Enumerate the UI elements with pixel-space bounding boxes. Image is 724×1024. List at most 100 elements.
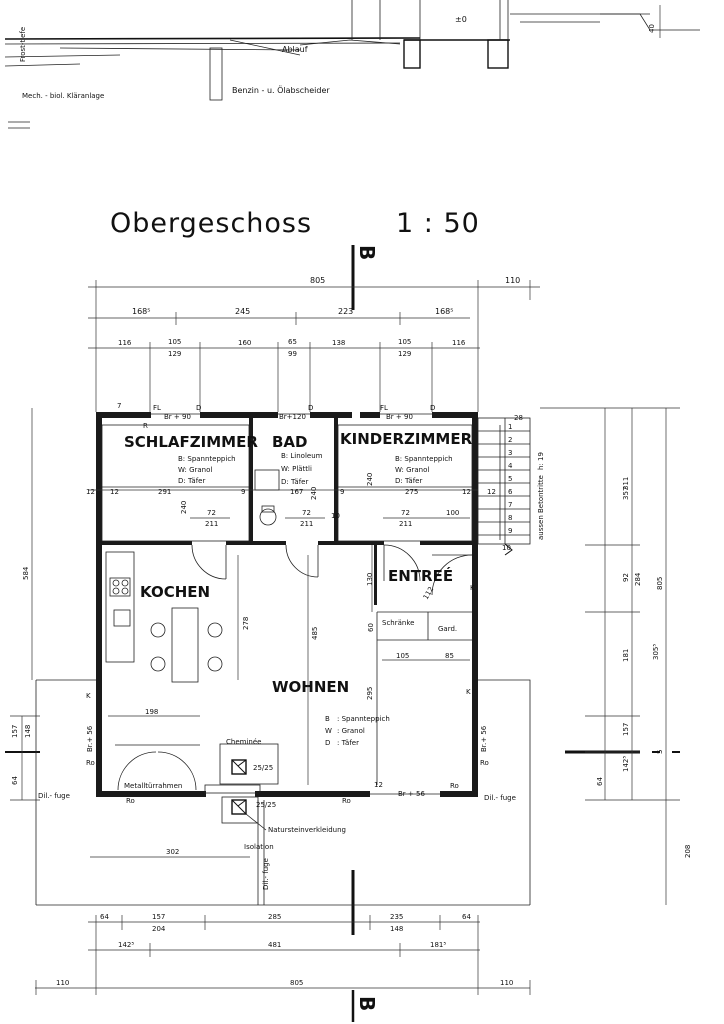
dim-top-805: 805 bbox=[310, 276, 325, 285]
label-gard: Gard. bbox=[438, 625, 457, 633]
dim-85: 85 bbox=[445, 652, 454, 660]
dim-left-157: 157 bbox=[11, 725, 19, 738]
dim-bottom-204: 204 bbox=[152, 925, 166, 933]
bad-ceiling: D: Täfer bbox=[281, 478, 308, 486]
right-dimensions: 311 357 805 92 284 181 305⁵ 157 142⁵ 64 … bbox=[540, 407, 692, 905]
label-natur: Natursteinverkleidung bbox=[268, 826, 346, 834]
dim-bottom-805: 805 bbox=[290, 979, 303, 987]
dim-bottom-142: 142⁵ bbox=[118, 941, 134, 949]
dim-bottom-64a: 64 bbox=[100, 913, 109, 921]
section-mark-top: B bbox=[355, 245, 379, 260]
room-schlafzimmer: SCHLAFZIMMER bbox=[124, 433, 258, 451]
left-dimensions: 584 157 148 64 bbox=[10, 408, 40, 801]
treatment-plant-label: Mech. - biol. Kläranlage bbox=[22, 92, 104, 100]
wohnen-wall: : Granol bbox=[337, 727, 365, 735]
separator-label: Benzin - u. Ölabscheider bbox=[232, 85, 330, 95]
basement-section-strip: Frost-tiefe Ablauf Benzin - u. Ölabschei… bbox=[4, 0, 700, 129]
dim-211b: 211 bbox=[300, 520, 313, 528]
dim-167: 167 bbox=[290, 488, 303, 496]
interior-dimensions: 7 28 12 12 12 12 12 291 9 167 9 275 240 … bbox=[86, 402, 523, 789]
label-fl-2: FL bbox=[380, 404, 388, 412]
stair-step-6: 6 bbox=[508, 488, 513, 496]
label-schraenke: Schränke bbox=[382, 619, 414, 627]
plan-title: Obergeschoss bbox=[110, 208, 312, 239]
dim-top-138: 138 bbox=[332, 339, 345, 347]
dim-right-284: 284 bbox=[634, 572, 642, 586]
furniture bbox=[101, 424, 473, 824]
dim-top-223: 223 bbox=[338, 307, 353, 316]
stair-step-7: 7 bbox=[508, 501, 512, 509]
dim-240b: 240 bbox=[310, 487, 318, 500]
dim-72a: 72 bbox=[207, 509, 216, 517]
stair-height: h: 19 bbox=[537, 452, 545, 470]
dim-bottom-148: 148 bbox=[390, 925, 403, 933]
label-br56-right: Br.+ 56 bbox=[480, 725, 488, 752]
dim-top-116a: 116 bbox=[118, 339, 132, 347]
stair-step-8: 8 bbox=[508, 514, 512, 522]
level-zero-label: ±0 bbox=[455, 15, 467, 24]
dim-28: 28 bbox=[514, 414, 523, 422]
dim-bottom-157: 157 bbox=[152, 913, 165, 921]
schlafzimmer-floor: B: Spannteppich bbox=[178, 455, 236, 463]
stair-note: aussen Betontritte bbox=[537, 475, 545, 540]
label-br56-left: Br.+ 56 bbox=[86, 725, 94, 752]
dim-275: 275 bbox=[405, 488, 418, 496]
dim-12c: 12 bbox=[462, 488, 471, 496]
stair-step-5: 5 bbox=[508, 475, 512, 483]
dim-278: 278 bbox=[242, 617, 250, 630]
walls bbox=[96, 412, 478, 797]
dim-top-110: 110 bbox=[505, 276, 520, 285]
dim-right-92: 92 bbox=[622, 573, 630, 582]
dim-9: 9 bbox=[241, 488, 245, 496]
dim-bottom-110: 110 bbox=[56, 979, 69, 987]
label-dilfuge-right: Dil.- fuge bbox=[484, 794, 516, 802]
dim-112: 112 bbox=[422, 585, 436, 601]
dim-top-129a: 129 bbox=[168, 350, 181, 358]
dim-top-105a: 105 bbox=[168, 338, 181, 346]
dim-right-5: 5 bbox=[656, 750, 664, 754]
label-ro-2: Ro bbox=[342, 797, 351, 805]
dim-left-584: 584 bbox=[22, 566, 30, 580]
label-ro-5: Ro bbox=[450, 782, 459, 790]
stair-step-3: 3 bbox=[508, 449, 512, 457]
label-k-right: K bbox=[466, 688, 471, 696]
label-br56-bottom: Br + 56 bbox=[398, 790, 425, 798]
dim-bottom-110b: 110 bbox=[500, 979, 513, 987]
wohnen-wall-key: W bbox=[325, 727, 332, 735]
dim-12a: 12 bbox=[86, 488, 95, 496]
label-dilfuge-left: Dil.- fuge bbox=[38, 792, 70, 800]
dim-130: 130 bbox=[366, 573, 374, 586]
dim-left-64: 64 bbox=[11, 776, 19, 785]
stair-step-2: 2 bbox=[508, 436, 512, 444]
dim-right-142: 142⁵ bbox=[622, 756, 630, 772]
exterior-slab bbox=[35, 679, 531, 906]
dim-top-168a: 168⁵ bbox=[132, 307, 150, 316]
stair-step-10: 10 bbox=[502, 544, 511, 552]
dim-right-357: 357 bbox=[622, 487, 630, 500]
dim-top-116b: 116 bbox=[452, 339, 466, 347]
dim-bottom-235: 235 bbox=[390, 913, 403, 921]
dim-bottom-481: 481 bbox=[268, 941, 281, 949]
dim-top-245: 245 bbox=[235, 307, 250, 316]
stair-step-9: 9 bbox=[508, 527, 512, 535]
wohnen-ceiling: : Täfer bbox=[337, 739, 359, 747]
room-kochen: KOCHEN bbox=[140, 583, 210, 601]
wohnen-floor-key: B bbox=[325, 715, 330, 723]
ablauf-label: Ablauf bbox=[282, 45, 308, 54]
dim-top-129b: 129 bbox=[398, 350, 411, 358]
dim-bottom-285: 285 bbox=[268, 913, 281, 921]
label-k-entree: K bbox=[470, 584, 475, 592]
dim-291: 291 bbox=[158, 488, 171, 496]
dim-12d: 12 bbox=[487, 488, 496, 496]
dim-right-64: 64 bbox=[596, 777, 604, 786]
dim-top-160: 160 bbox=[238, 339, 251, 347]
label-metall: Metalltürrahmen bbox=[124, 782, 182, 790]
stair-step-1: 1 bbox=[508, 423, 512, 431]
kinderzimmer-floor: B: Spannteppich bbox=[395, 455, 453, 463]
dim-10: 10 bbox=[331, 512, 340, 520]
dim-right-805: 805 bbox=[656, 577, 664, 590]
room-kinderzimmer: KINDERZIMMER bbox=[340, 430, 473, 448]
room-wohnen: WOHNEN bbox=[272, 678, 349, 696]
dim-485: 485 bbox=[311, 627, 319, 640]
